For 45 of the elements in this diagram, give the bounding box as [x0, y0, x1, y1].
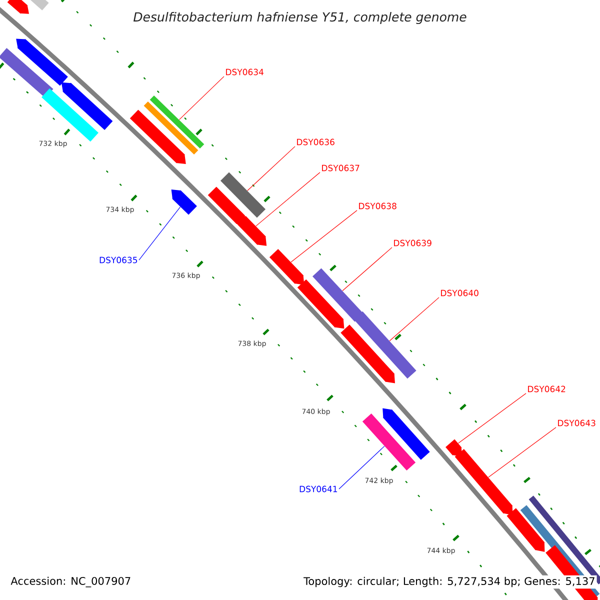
leader-line [178, 76, 224, 120]
gene-block [340, 324, 395, 384]
gene-block [446, 439, 462, 457]
gene-label: DSY0639 [394, 240, 432, 246]
leader-line [342, 247, 392, 292]
leader-line [389, 297, 440, 342]
leader-line [290, 210, 358, 262]
gene-label: DSY0634 [226, 68, 264, 76]
leader-line [256, 172, 320, 226]
gene-bar [354, 311, 416, 379]
footer-text: Topology: circular; Length: 5,727,534 bp; Genes: 5,137 [302, 575, 597, 589]
gene-label: DSY0642 [528, 386, 566, 392]
gene-bar [312, 268, 364, 322]
leader-line [138, 206, 181, 260]
gene-label: DSY0635 [100, 256, 138, 264]
gene-bar [144, 102, 198, 155]
gene-label: DSY0638 [359, 202, 396, 210]
gene-label: DSY0641 [300, 486, 338, 492]
gene-block [171, 190, 197, 215]
leader-line [458, 393, 526, 444]
gene-bar [150, 95, 204, 149]
gene-block [454, 449, 513, 516]
gene-block [297, 279, 344, 329]
gene-label: DSY0637 [322, 164, 360, 172]
gene-block [382, 408, 430, 460]
gene-block [61, 82, 113, 130]
gene-label: DSY0640 [441, 290, 478, 296]
gene-block [269, 248, 304, 285]
gene-block [208, 186, 246, 225]
gene-bar [0, 48, 54, 98]
gene-block [506, 508, 545, 552]
footer-text: Accession: NC_007907 [9, 575, 133, 589]
gene-bar [42, 88, 98, 142]
gene-block [130, 110, 186, 164]
title: Desulfitobacterium hafniense Y51, complete genome [134, 12, 466, 24]
gene-block [237, 216, 267, 246]
leader-line [338, 446, 385, 490]
gene-label: DSY0643 [558, 420, 596, 426]
gene-block [16, 38, 68, 86]
leader-line [488, 427, 556, 478]
leader-line [247, 146, 296, 191]
gene-bar [362, 414, 416, 470]
gene-bar [220, 172, 266, 218]
gene-label: DSY0636 [297, 138, 334, 146]
gene-block [7, 0, 29, 14]
